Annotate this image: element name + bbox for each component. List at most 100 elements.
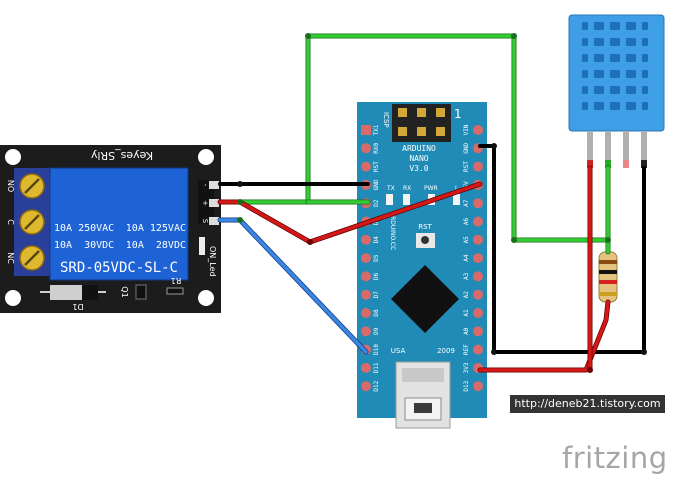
relay-rating-right-2: 10A 28VDC: [126, 240, 186, 251]
dht11-vent: [610, 86, 620, 94]
arduino-name: ARDUINO: [402, 144, 436, 153]
dht11-vent: [642, 54, 648, 62]
dht11-vent: [626, 38, 636, 46]
arduino-pin: [473, 234, 483, 245]
dht11-vent: [594, 70, 604, 78]
arduino-icsp-label: ICSP: [382, 112, 390, 128]
arduino-pin: [361, 161, 371, 172]
relay-d-label: D1: [72, 302, 83, 311]
arduino-pin-label: D13: [463, 380, 470, 391]
arduino-pin: [473, 198, 483, 209]
arduino-usa-label: USA: [391, 347, 406, 355]
arduino-nano: ICSP 1 ARDUINO NANO V3.0 TX RX PWR L ARD…: [357, 102, 487, 429]
relay-pin-vcc: +: [201, 200, 209, 206]
dht11-vent: [610, 70, 620, 78]
arduino-pin: [361, 289, 371, 300]
arduino-pin-label: 5V: [463, 181, 470, 189]
arduino-pin-label: A0: [463, 327, 470, 335]
arduino-l-led: [453, 194, 460, 205]
arduino-pin: [361, 381, 371, 392]
arduino-pin-label: REF: [463, 344, 470, 355]
arduino-pin-label: RST: [463, 161, 470, 172]
dht11-vent: [582, 70, 588, 78]
pullup-resistor: [598, 251, 618, 303]
arduino-pin-label: D2: [373, 199, 380, 207]
relay-screw: [19, 245, 45, 271]
wire-5v: [218, 182, 482, 244]
arduino-pin: [473, 289, 483, 300]
dht11-vent: [582, 22, 588, 30]
arduino-pin: [473, 161, 483, 172]
arduino-pin-square: [361, 125, 371, 135]
arduino-pin-label: A5: [463, 236, 470, 244]
arduino-pin-label: D4: [373, 236, 380, 244]
dht11-vent: [642, 22, 648, 30]
arduino-pin: [473, 308, 483, 318]
arduino-right-header: [473, 125, 483, 392]
relay-transistor: [135, 284, 147, 300]
arduino-pin-label: D6: [373, 272, 380, 280]
arduino-pin: [473, 271, 483, 282]
arduino-mcu-chip: [391, 265, 459, 333]
arduino-brand: ARDUINO.CC: [389, 212, 396, 250]
relay-led: [199, 237, 205, 255]
arduino-pin: [473, 381, 483, 392]
arduino-pin-label: D8: [373, 309, 380, 317]
arduino-pin-label: TX1: [373, 124, 380, 135]
dht11-vent: [642, 70, 648, 78]
arduino-pin-label: A7: [463, 199, 470, 207]
dht11-vent-grid: [582, 22, 648, 110]
arduino-pin: [473, 216, 483, 227]
arduino-pin-label: RX0: [373, 142, 380, 153]
wire-gnd-sensor: [478, 144, 646, 354]
relay-rating-left-1: 10A 250VAC: [54, 223, 114, 234]
arduino-pin-label: 3V3: [463, 362, 470, 373]
relay-mount-hole: [5, 149, 21, 165]
arduino-pin: [361, 271, 371, 282]
arduino-left-header: [361, 125, 371, 392]
arduino-pin: [473, 253, 483, 264]
arduino-pin: [361, 234, 371, 245]
arduino-pin-label: A6: [463, 218, 470, 226]
dht11-vent: [610, 22, 620, 30]
dht11-vent: [594, 22, 604, 30]
relay-led-label: ON_Led: [208, 246, 217, 277]
dht11-vent: [582, 54, 588, 62]
dht11-vent: [642, 86, 648, 94]
arduino-pin: [473, 125, 483, 135]
dht11-vent: [626, 22, 636, 30]
relay-r-label: R1: [171, 276, 182, 285]
relay-resistor: [166, 287, 184, 295]
arduino-pin-label: VIN: [463, 124, 470, 135]
arduino-pin: [361, 143, 371, 154]
arduino-pin-label: D12: [373, 380, 380, 391]
fritzing-logo: fritzing: [562, 441, 668, 475]
relay-pin-signal: S: [201, 219, 209, 224]
relay-model: SRD-05VDC-SL-C: [60, 260, 178, 276]
arduino-icsp-pin1: 1: [454, 107, 462, 121]
arduino-pin-label: D11: [373, 362, 380, 373]
dht11-vent: [582, 86, 588, 94]
dht11-vent: [610, 54, 620, 62]
source-url-badge: http://deneb21.tistory.com: [510, 395, 665, 413]
arduino-pin-label: RST: [373, 161, 380, 172]
wire-3v3: [478, 300, 610, 372]
arduino-pin: [473, 344, 483, 355]
arduino-l-label: L: [455, 185, 459, 192]
relay-screw: [19, 173, 45, 199]
arduino-pin-label: A1: [463, 309, 470, 317]
relay-mount-hole: [5, 290, 21, 306]
relay-mount-hole: [198, 149, 214, 165]
arduino-rx-label: RX: [403, 185, 411, 192]
dht11-vent: [610, 38, 620, 46]
dht11-vent: [626, 86, 636, 94]
arduino-pin: [361, 362, 371, 373]
dht11-vent: [626, 102, 636, 110]
relay-terminal-no: NO: [6, 180, 15, 192]
arduino-pin-label: D5: [373, 254, 380, 262]
dht11-vent: [626, 70, 636, 78]
relay-title: Keyes_SRly: [90, 149, 153, 162]
arduino-model: NANO: [409, 154, 428, 163]
dht11-sensor: [568, 14, 665, 168]
dht11-vent: [594, 102, 604, 110]
